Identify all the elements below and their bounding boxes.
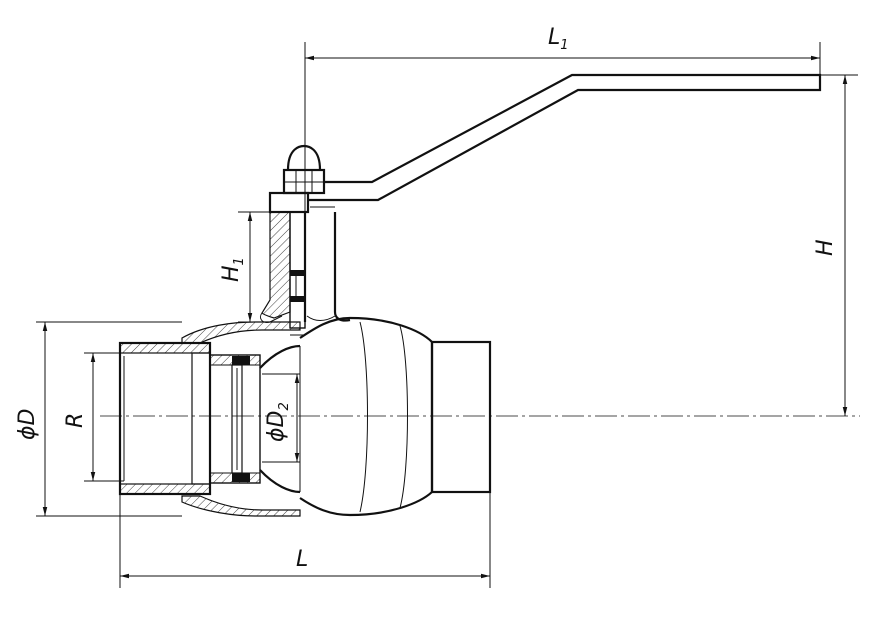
dimensions	[36, 42, 858, 588]
label-phi-d2: ϕD2	[264, 402, 292, 442]
valve-body	[299, 212, 492, 517]
label-l: L	[296, 547, 308, 572]
label-phi-d: ϕD	[15, 409, 40, 440]
label-h1: H1	[219, 257, 247, 282]
label-h: H	[813, 239, 838, 256]
label-r: R	[63, 413, 88, 428]
handle-assembly	[268, 73, 822, 214]
label-l1: L1	[548, 25, 569, 53]
valve-section	[118, 211, 306, 517]
